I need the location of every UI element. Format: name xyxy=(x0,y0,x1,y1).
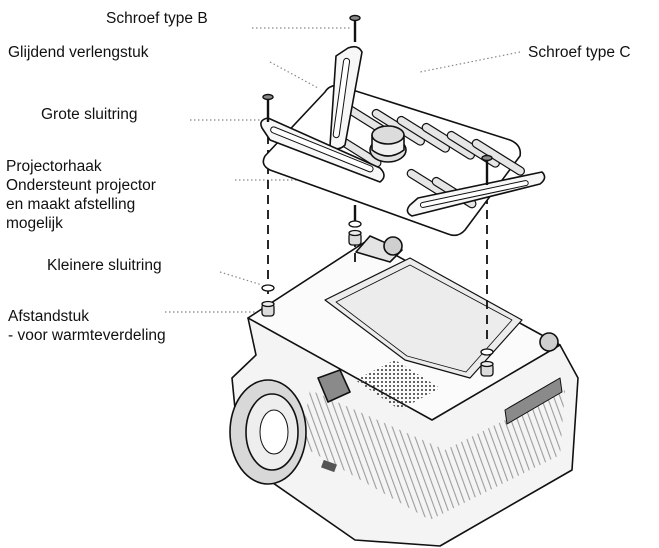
small-washer-middle xyxy=(348,220,362,228)
small-washer-right xyxy=(480,348,494,356)
ceiling-bracket xyxy=(260,45,546,237)
projector-top-panel xyxy=(324,257,523,379)
projector-top-grille xyxy=(355,360,440,410)
projector-back-edge xyxy=(355,235,403,263)
label-projector-bracket: Projectorhaak Ondersteunt projector en m… xyxy=(6,158,156,232)
projector-focus-knob xyxy=(317,369,351,403)
label-large-washer: Grote sluitring xyxy=(41,106,138,123)
screw-type-b xyxy=(349,14,361,42)
projector-ir-window xyxy=(321,459,337,473)
sliding-extension-slot-left xyxy=(270,126,374,173)
projector-side-vents xyxy=(300,390,565,520)
projector-side-strip xyxy=(504,377,563,425)
projector-lens-glass xyxy=(259,409,289,455)
washers-and-spacers xyxy=(261,220,494,377)
sliding-extension-slot-right xyxy=(419,180,529,208)
label-screw-type-c: Schroef type C xyxy=(528,44,631,61)
label-small-washer: Kleinere sluitring xyxy=(47,257,162,274)
projector-rear-foot-left xyxy=(383,236,403,256)
sliding-extension-slot-top xyxy=(332,57,351,139)
label-screw-type-b: Schroef type B xyxy=(106,10,208,27)
leader-small-washer xyxy=(219,271,263,286)
label-spacer: Afstandstuk - voor warmteverdeling xyxy=(8,308,166,344)
screws xyxy=(262,14,493,222)
label-sliding-extension: Glijdend verlengstuk xyxy=(8,44,149,61)
projector-top-panel-inner xyxy=(335,264,513,373)
bracket-hub-top xyxy=(371,125,405,145)
small-washer-left xyxy=(261,284,275,292)
leader-screw-c xyxy=(419,51,521,73)
screw-type-c-left xyxy=(262,93,274,122)
screw-type-c-right xyxy=(481,154,493,185)
projector xyxy=(229,235,579,547)
projector-rear-foot-right xyxy=(539,332,559,352)
leader-sliding-extension xyxy=(269,61,319,89)
